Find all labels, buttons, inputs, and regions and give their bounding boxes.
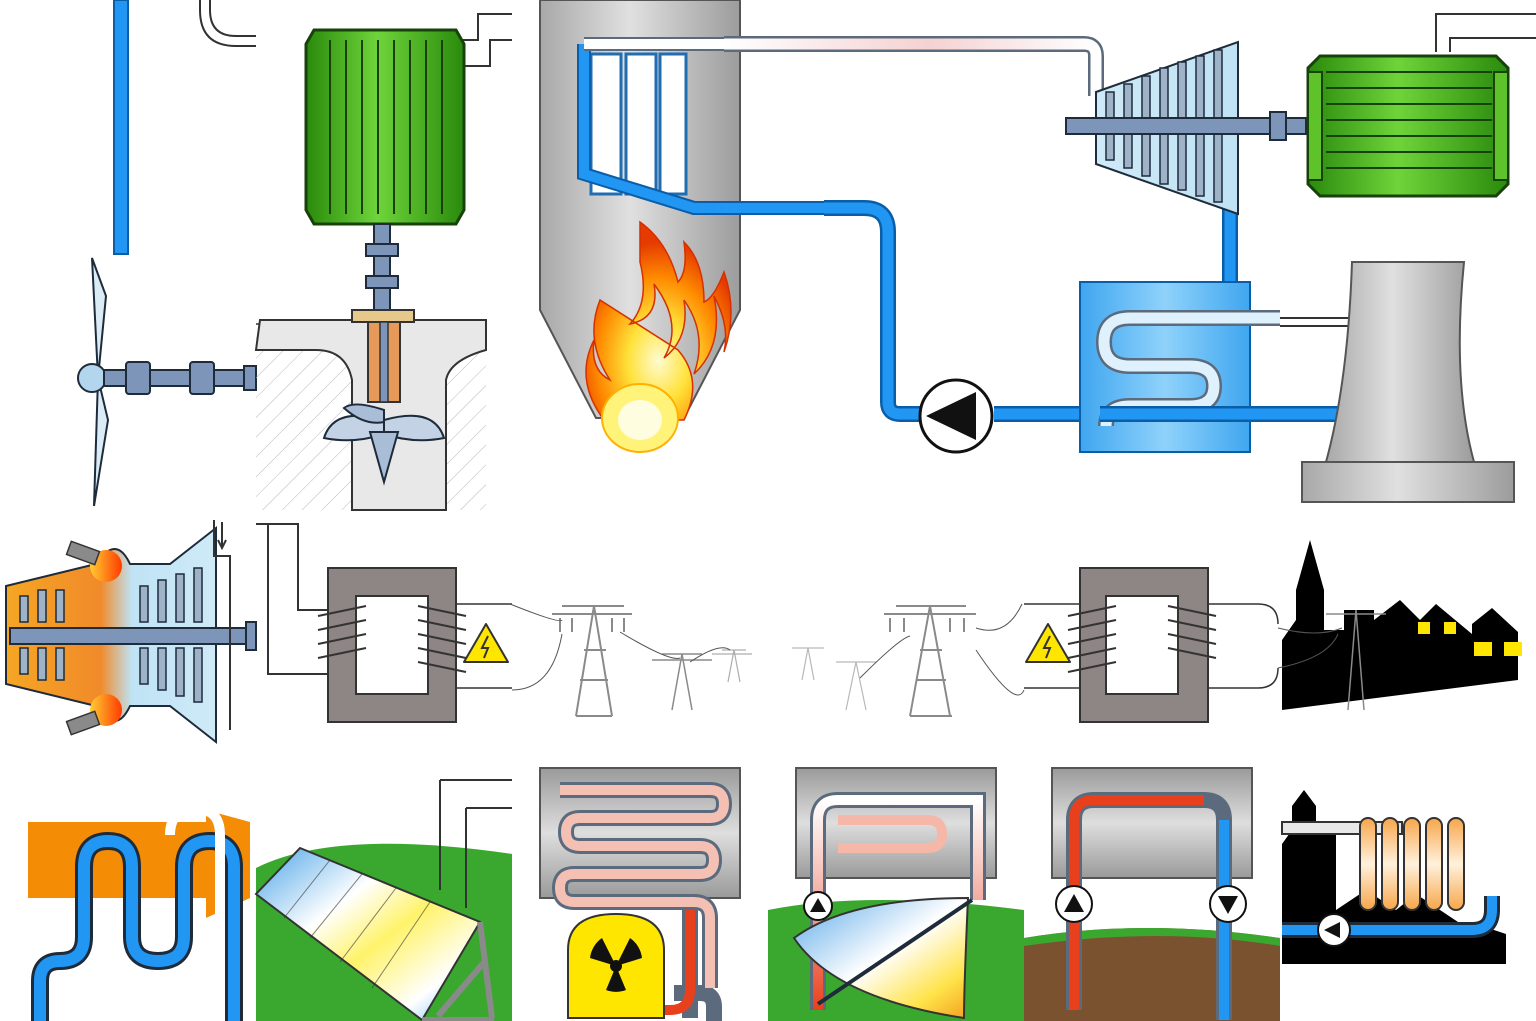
step-up-transformer [256,523,512,723]
step-down-transformer [1024,567,1279,723]
transmission-line [509,603,1025,717]
kaplan-turbine-icon [322,403,446,486]
heat-exchanger [28,803,250,1021]
turbine-icon [19,567,203,703]
nuclear-reactor [539,767,741,1021]
radiation-icon [567,912,665,1019]
cooling-tower-icon [1324,261,1476,463]
solar-panel [254,779,512,1021]
radiator-icon [1359,817,1465,911]
water-pipe-stub [113,0,256,255]
pump-icon [918,378,994,454]
geothermal [1024,767,1280,1021]
solar-panel-icon [254,846,495,1021]
steam-turbine-icon [1065,40,1307,216]
generator-icon [304,28,466,226]
cooling-tower [1301,261,1515,503]
geothermal-icon [1055,792,1247,1020]
town-silhouette [1277,540,1522,711]
pylon-icon [884,605,976,717]
district-heating [1281,790,1506,964]
steam-turbine-cutaway [5,520,257,745]
high-voltage-warning-icon [1025,623,1071,663]
hydro-turbine-generator [254,13,512,511]
high-voltage-warning-icon [463,623,509,663]
fossil-boiler [539,0,824,453]
wind-turbine [77,257,257,507]
propeller-icon [77,257,110,507]
town-icon [1282,540,1522,710]
generator-icon [1306,13,1536,198]
pylon-icon [552,605,632,717]
flame-icon [585,220,732,453]
pipe-icon [113,0,129,255]
solar-thermal-trough [768,767,1024,1021]
coil-icon [31,803,243,1021]
parabolic-trough-icon [792,896,974,1020]
